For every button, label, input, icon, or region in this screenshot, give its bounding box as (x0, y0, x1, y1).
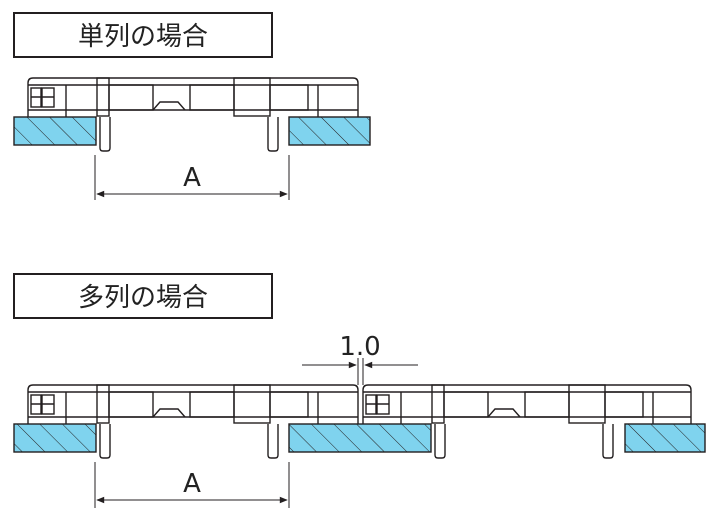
dimension-a-single (94, 155, 290, 200)
dimension-a-label-multi: A (183, 469, 201, 499)
panel-right-multi (624, 423, 706, 453)
single-row-title-box (13, 12, 273, 58)
gap-label: 1.0 (339, 332, 380, 362)
panel-right (288, 116, 371, 146)
multi-row-section: 多列の場合 (13, 273, 706, 508)
connector-multi-2 (362, 384, 692, 459)
connector-multi-1 (27, 384, 359, 459)
dimension-a-label-single: A (183, 163, 201, 193)
multi-row-title: 多列の場合 (78, 283, 208, 313)
panel-middle-multi (288, 423, 432, 453)
panel-left-multi (13, 423, 97, 453)
gap-dimension (302, 358, 418, 385)
multi-row-title-box (13, 273, 273, 319)
single-row-section: 単列の場合 A (13, 12, 371, 200)
single-row-title: 単列の場合 (78, 22, 208, 52)
connector-single (27, 77, 359, 152)
panel-left (13, 116, 97, 146)
dimension-a-multi (94, 462, 290, 508)
